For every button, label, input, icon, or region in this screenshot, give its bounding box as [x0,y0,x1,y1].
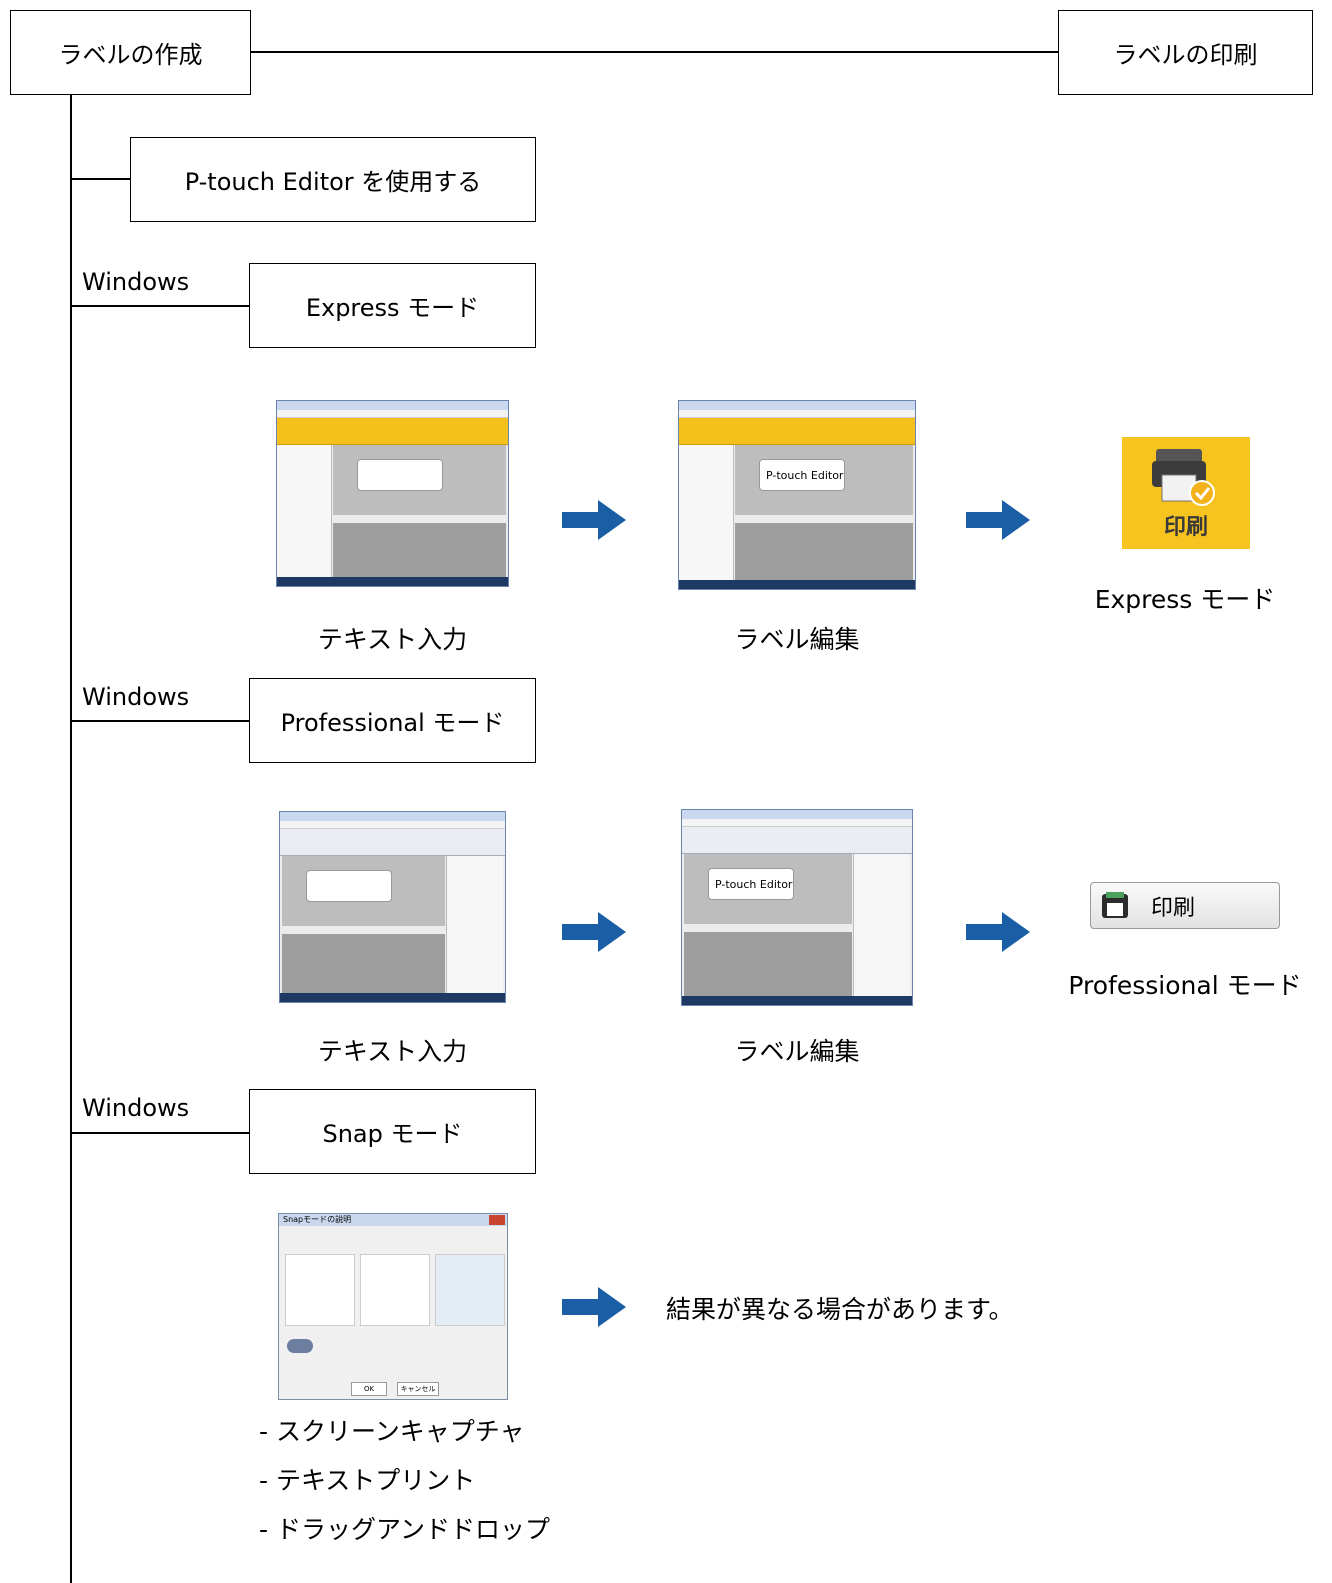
branch-ptouch [70,178,131,180]
branch-snap [70,1132,250,1134]
snap-feature-2: - テキストプリント [259,1466,476,1495]
ptouch-editor-box: P-touch Editor を使用する [130,137,536,222]
create-label-text: ラベルの作成 [58,41,203,69]
professional-print-caption: Professional モード [1068,971,1302,1000]
ptouch-editor-text: P-touch Editor を使用する [184,168,482,196]
professional-text-input-screenshot [279,811,506,1003]
snap-result-note: 結果が異なる場合があります。 [666,1295,1014,1324]
snap-mode-text: Snap モード [322,1120,463,1148]
professional-print-label: 印刷 [1151,895,1196,921]
professional-mode-box: Professional モード [249,678,536,763]
close-icon [489,1215,505,1225]
branch-express [70,305,250,307]
express-mode-box: Express モード [249,263,536,348]
professional-label-edit-screenshot: P-touch Editor [681,809,913,1006]
printer-icon [1102,892,1128,918]
express-text-input-screenshot [276,400,509,587]
snap-dialog-screenshot: Snapモードの説明 OK キャンセル [278,1213,508,1400]
express-label-edit-screenshot: P-touch Editor [678,400,916,590]
snap-cancel-button[interactable]: キャンセル [397,1382,439,1396]
express-print-caption: Express モード [1094,585,1276,614]
snap-os-label: Windows [82,1094,190,1122]
professional-arrow-2 [966,912,1030,952]
branch-professional [70,720,250,722]
printer-icon [1152,449,1215,506]
express-print-button[interactable]: 印刷 [1122,437,1250,549]
top-connector [251,51,1058,53]
professional-print-button[interactable]: 印刷 [1090,882,1280,929]
snap-mode-box: Snap モード [249,1089,536,1174]
express-arrow-1 [562,500,626,540]
express-os-label: Windows [82,268,190,296]
snap-feature-1: - スクリーンキャプチャ [259,1417,525,1446]
snap-ok-button[interactable]: OK [351,1382,387,1396]
express-step2-caption: ラベル編集 [734,625,860,654]
print-label-box: ラベルの印刷 [1058,10,1313,95]
snap-dialog-title: Snapモードの説明 [279,1214,507,1226]
express-print-label: 印刷 [1163,515,1208,540]
print-label-text: ラベルの印刷 [1113,41,1258,69]
express-arrow-2 [966,500,1030,540]
professional-os-label: Windows [82,683,190,711]
professional-label-preview: P-touch Editor [708,868,794,900]
express-label-preview: P-touch Editor [759,459,845,491]
main-vertical-line [70,95,72,1583]
professional-mode-text: Professional モード [280,709,505,737]
professional-step1-caption: テキスト入力 [317,1037,468,1066]
express-step1-caption: テキスト入力 [317,625,468,654]
create-label-box: ラベルの作成 [10,10,251,95]
professional-step2-caption: ラベル編集 [734,1037,860,1066]
snap-arrow [562,1287,626,1327]
express-mode-text: Express モード [305,294,480,322]
snap-feature-3: - ドラッグアンドドロップ [259,1515,550,1544]
professional-arrow-1 [562,912,626,952]
